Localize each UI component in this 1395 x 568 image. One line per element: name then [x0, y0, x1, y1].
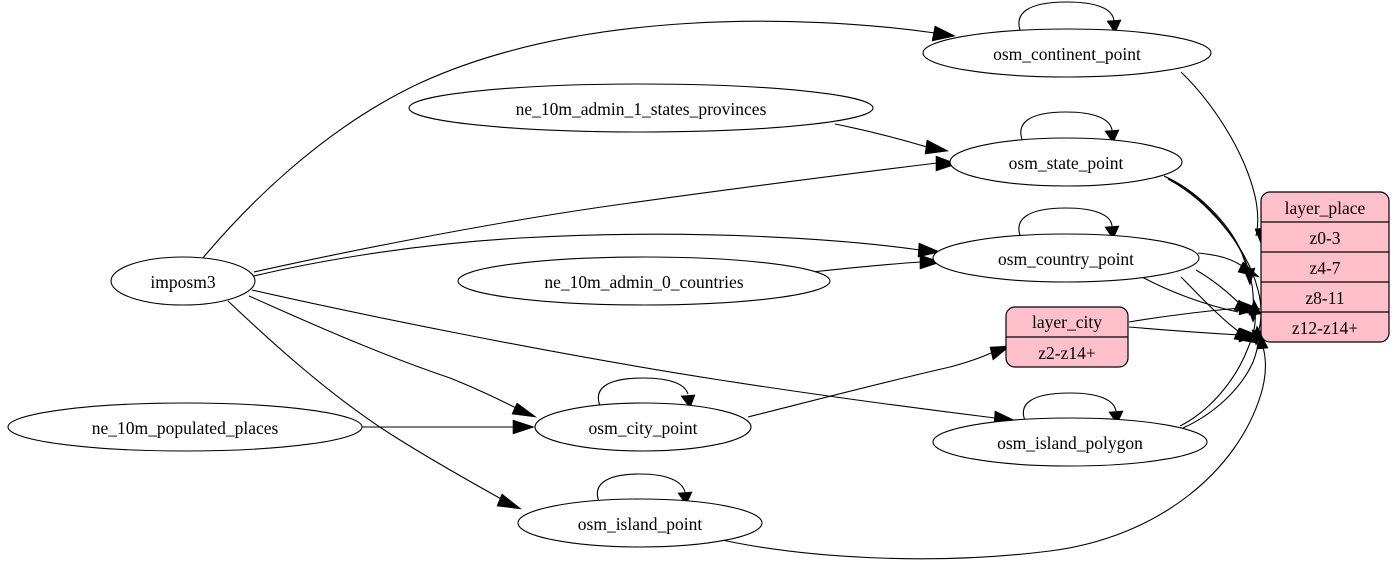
self-loop-osm-island-point [596, 473, 693, 506]
node-ne-admin1-shape[interactable] [408, 83, 874, 133]
edge-imposm3-to-osm-state-point [253, 155, 958, 273]
source-node-layer: imposm3 ne_10m_admin_1_states_provinces … [7, 83, 874, 452]
node-layer-city[interactable]: layer_city z2-z14+ [1005, 306, 1129, 368]
edge-ne-admin0-to-osm-country-point [811, 254, 942, 273]
self-loop-osm-island-polygon [1022, 392, 1124, 425]
node-osm-country-point-shape[interactable] [932, 233, 1200, 283]
layer-place-row-z4-7[interactable]: z4-7 [1309, 258, 1340, 278]
node-imposm3-shape[interactable] [110, 256, 256, 306]
edge-osm-country-point-to-layer-place-z4-7 [1197, 252, 1261, 278]
node-osm-state-point-label: osm_state_point [1009, 153, 1124, 173]
node-ne-10m-populated-places[interactable]: ne_10m_populated_places [7, 402, 363, 452]
edge-imposm3-to-osm-country-point [253, 233, 941, 277]
edge-osm-island-polygon-to-layer-place-z8-11 [1179, 299, 1262, 427]
node-osm-continent-point-shape[interactable] [922, 28, 1212, 78]
self-loop-osm-continent-point [1018, 1, 1122, 34]
node-osm-island-polygon[interactable]: osm_island_polygon [932, 417, 1208, 467]
node-ne-admin0-shape[interactable] [457, 256, 831, 306]
edge-imposm3-to-osm-city-point [248, 295, 538, 418]
node-osm-island-polygon-label: osm_island_polygon [997, 433, 1143, 453]
layer-place-row-z8-11[interactable]: z8-11 [1305, 288, 1344, 308]
edge-osm-country-point-lower-curve [1141, 276, 1239, 313]
edge-layer-city-to-layer-place-z8-11 [1128, 300, 1261, 323]
layer-node-layer: layer_place z0-3 z4-7 z8-11 z12-z14+ lay… [1005, 191, 1390, 368]
node-osm-island-polygon-shape[interactable] [932, 417, 1208, 467]
node-ne-10m-admin-0-countries[interactable]: ne_10m_admin_0_countries [457, 256, 831, 306]
self-loop-osm-country-point [1018, 207, 1120, 240]
node-osm-continent-point[interactable]: osm_continent_point [922, 28, 1212, 78]
node-osm-city-point-label: osm_city_point [589, 418, 698, 438]
edge-layer [201, 1, 1269, 560]
node-osm-island-point-label: osm_island_point [578, 514, 703, 534]
node-imposm3[interactable]: imposm3 [110, 256, 256, 306]
node-osm-country-point-label: osm_country_point [998, 249, 1134, 269]
edge-layer-city-to-layer-place-z12-z14 [1128, 326, 1261, 343]
edge-ne-admin1-to-osm-state-point [834, 123, 949, 155]
node-ne-admin1-label: ne_10m_admin_1_states_provinces [516, 99, 767, 119]
node-osm-island-point-shape[interactable] [517, 498, 763, 548]
layer-place-row-z0-3[interactable]: z0-3 [1309, 228, 1340, 248]
node-osm-country-point[interactable]: osm_country_point [932, 233, 1200, 283]
self-loop-osm-city-point [597, 377, 696, 409]
node-layer-place-shape[interactable] [1260, 191, 1390, 343]
node-layer-place[interactable]: layer_place z0-3 z4-7 z8-11 z12-z14+ [1260, 191, 1390, 343]
node-osm-continent-point-label: osm_continent_point [993, 44, 1141, 64]
layer-city-row-z2-z14[interactable]: z2-z14+ [1038, 343, 1096, 363]
edge-imposm3-to-osm-continent-point [201, 20, 956, 260]
edge-osm-continent-point-to-layer-place-z0-3 [1180, 71, 1267, 247]
node-ne-admin0-label: ne_10m_admin_0_countries [544, 272, 743, 292]
layer-city-header-label: layer_city [1032, 312, 1102, 332]
edge-osm-island-polygon-to-layer-place-z12-z14 [1182, 325, 1265, 429]
node-osm-state-point-shape[interactable] [949, 137, 1183, 187]
self-loop-osm-state-point [1020, 111, 1120, 144]
node-osm-state-point[interactable]: osm_state_point [949, 137, 1183, 187]
table-node-layer: osm_continent_point osm_state_point osm_… [517, 28, 1212, 548]
edge-osm-city-point-to-layer-city [747, 345, 1011, 418]
node-osm-city-point[interactable]: osm_city_point [534, 402, 752, 452]
node-ne-10m-admin-1-states-provinces[interactable]: ne_10m_admin_1_states_provinces [408, 83, 874, 133]
edge-ne-populated-to-osm-city-point [362, 419, 535, 435]
node-imposm3-label: imposm3 [150, 272, 215, 292]
edge-osm-island-point-to-layer-place-z12-z14 [712, 333, 1269, 560]
edge-imposm3-to-osm-island-point [227, 300, 523, 510]
node-osm-city-point-shape[interactable] [534, 402, 752, 452]
layer-place-header-label: layer_place [1285, 198, 1366, 218]
layer-place-row-z12-z14[interactable]: z12-z14+ [1292, 318, 1358, 338]
node-ne-populated-shape[interactable] [7, 402, 363, 452]
node-osm-island-point[interactable]: osm_island_point [517, 498, 763, 548]
node-ne-populated-label: ne_10m_populated_places [92, 418, 279, 438]
